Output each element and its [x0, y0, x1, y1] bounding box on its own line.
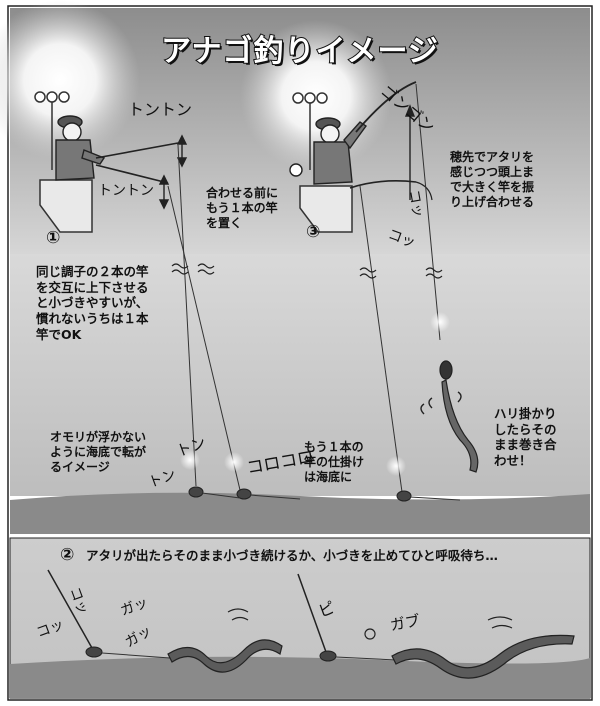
light-glow-left [0, 0, 140, 160]
lower-rods [47, 569, 327, 653]
note-other-rig: もう１本の 竿の仕掛け は海底に [304, 440, 365, 484]
line-break-marks [171, 263, 443, 279]
lower-leaders [101, 652, 397, 661]
boat-hull-left [39, 179, 93, 233]
note-before-set: 合わせる前に もう１本の竿 を置く [206, 186, 279, 230]
panel-number-3: ③ [306, 222, 321, 242]
note-sinker: オモリが浮かない ように海底で転が るイメージ [50, 430, 147, 474]
sinkers [188, 486, 412, 502]
rods-left [95, 142, 179, 184]
angler-left [55, 115, 106, 181]
motion-marks [420, 391, 462, 415]
glow-beads [180, 312, 450, 476]
note-big-set: 穂先でアタリを 感じつつ頭上ま で大きく竿を振 り上げ合わせる [450, 150, 535, 209]
rod-placed-tip [415, 181, 433, 201]
note-hooked: ハリ掛かり したらその まま巻き合 わせ！ [494, 406, 557, 468]
lamp-post-right [292, 92, 328, 170]
sound-tonton-top: トントン [128, 100, 193, 119]
lower-sinkers [85, 646, 337, 662]
leaders [201, 492, 461, 501]
sea-area [10, 254, 590, 496]
panel-number-2: ② [60, 545, 75, 565]
panel-2-caption: アタリが出たらそのまま小づき続けるか、小づきを止めてひと呼吸待ち… [86, 548, 498, 563]
splash-marks [227, 608, 513, 640]
eel-biting-left [167, 639, 283, 673]
hooked-eel [439, 360, 479, 473]
panel-number-1: ① [46, 228, 61, 248]
page-title: アナゴ釣りイメージ [160, 33, 439, 70]
rod-raised [355, 81, 417, 133]
eel-biting-right [391, 634, 575, 679]
boat-hull-right [299, 185, 353, 233]
sea-floor [10, 492, 590, 534]
fishing-lines-left [167, 83, 441, 493]
lamp-post-left [34, 91, 70, 170]
bounce-arrows [158, 104, 416, 210]
angler-right [289, 117, 367, 185]
sound-tonton-side: トントン [98, 183, 154, 199]
note-two-rods: 同じ調子の２本の竿 を交互に上下させる と小づきやすいが、 慣れないうちは１本 … [36, 264, 149, 342]
